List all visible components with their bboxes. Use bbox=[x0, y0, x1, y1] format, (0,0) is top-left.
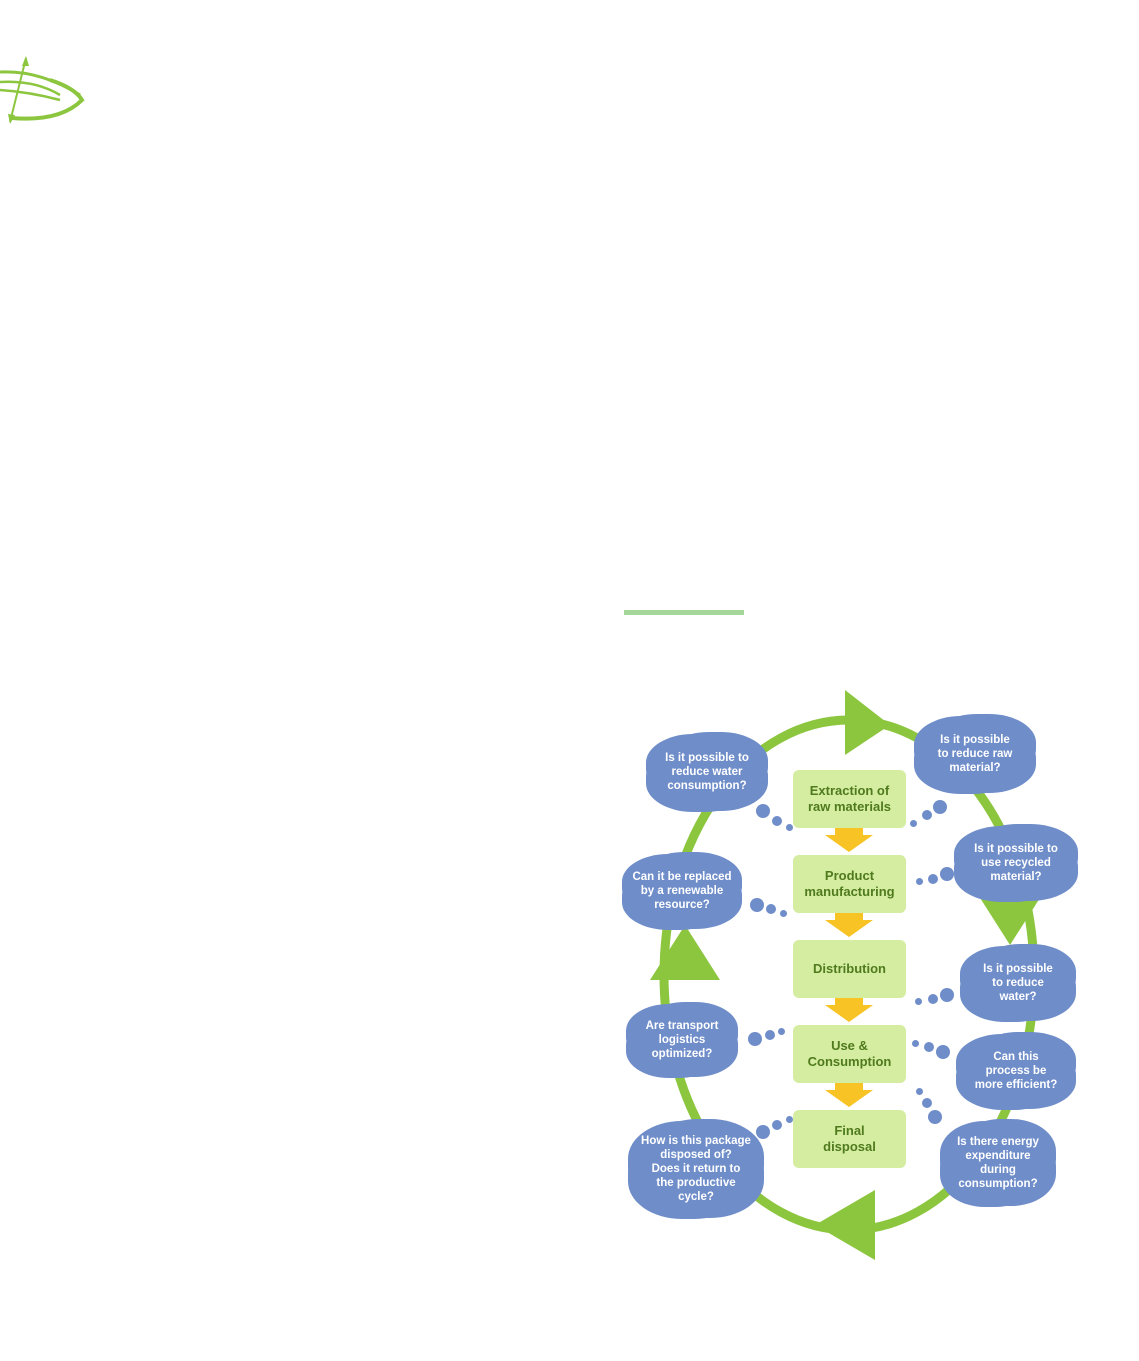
question-cloud-disposal: How is this package disposed of? Does it… bbox=[634, 1125, 758, 1213]
question-cloud-energy: Is there energy expenditure during consu… bbox=[946, 1125, 1050, 1201]
accent-line bbox=[624, 610, 744, 615]
stage-final-disposal: Final disposal bbox=[793, 1110, 906, 1168]
arrow-bottom-icon bbox=[815, 1190, 875, 1260]
stage-extraction: Extraction of raw materials bbox=[793, 770, 906, 828]
question-cloud-water-consumption: Is it possible to reduce water consumpti… bbox=[652, 738, 762, 806]
arrow-top-icon bbox=[845, 690, 890, 755]
stage-distribution: Distribution bbox=[793, 940, 906, 998]
question-cloud-recycled: Is it possible to use recycled material? bbox=[960, 830, 1072, 896]
stage-arrows bbox=[825, 828, 873, 1107]
arrow-left-icon bbox=[650, 925, 720, 980]
stage-manufacturing: Product manufacturing bbox=[793, 855, 906, 913]
question-cloud-raw-material: Is it possible to reduce raw material? bbox=[920, 720, 1030, 788]
question-cloud-reduce-water: Is it possible to reduce water? bbox=[966, 950, 1070, 1016]
question-cloud-transport: Are transport logistics optimized? bbox=[632, 1008, 732, 1072]
cycle-loop bbox=[650, 690, 1045, 1260]
lifecycle-diagram: Extraction of raw materials Product manu… bbox=[610, 680, 1100, 1280]
question-cloud-efficiency: Can this process be more efficient? bbox=[962, 1038, 1070, 1104]
stage-use-consumption: Use & Consumption bbox=[793, 1025, 906, 1083]
question-cloud-renewable: Can it be replaced by a renewable resour… bbox=[628, 858, 736, 924]
arrow-right-icon bbox=[975, 890, 1045, 945]
logo-icon bbox=[0, 56, 85, 124]
